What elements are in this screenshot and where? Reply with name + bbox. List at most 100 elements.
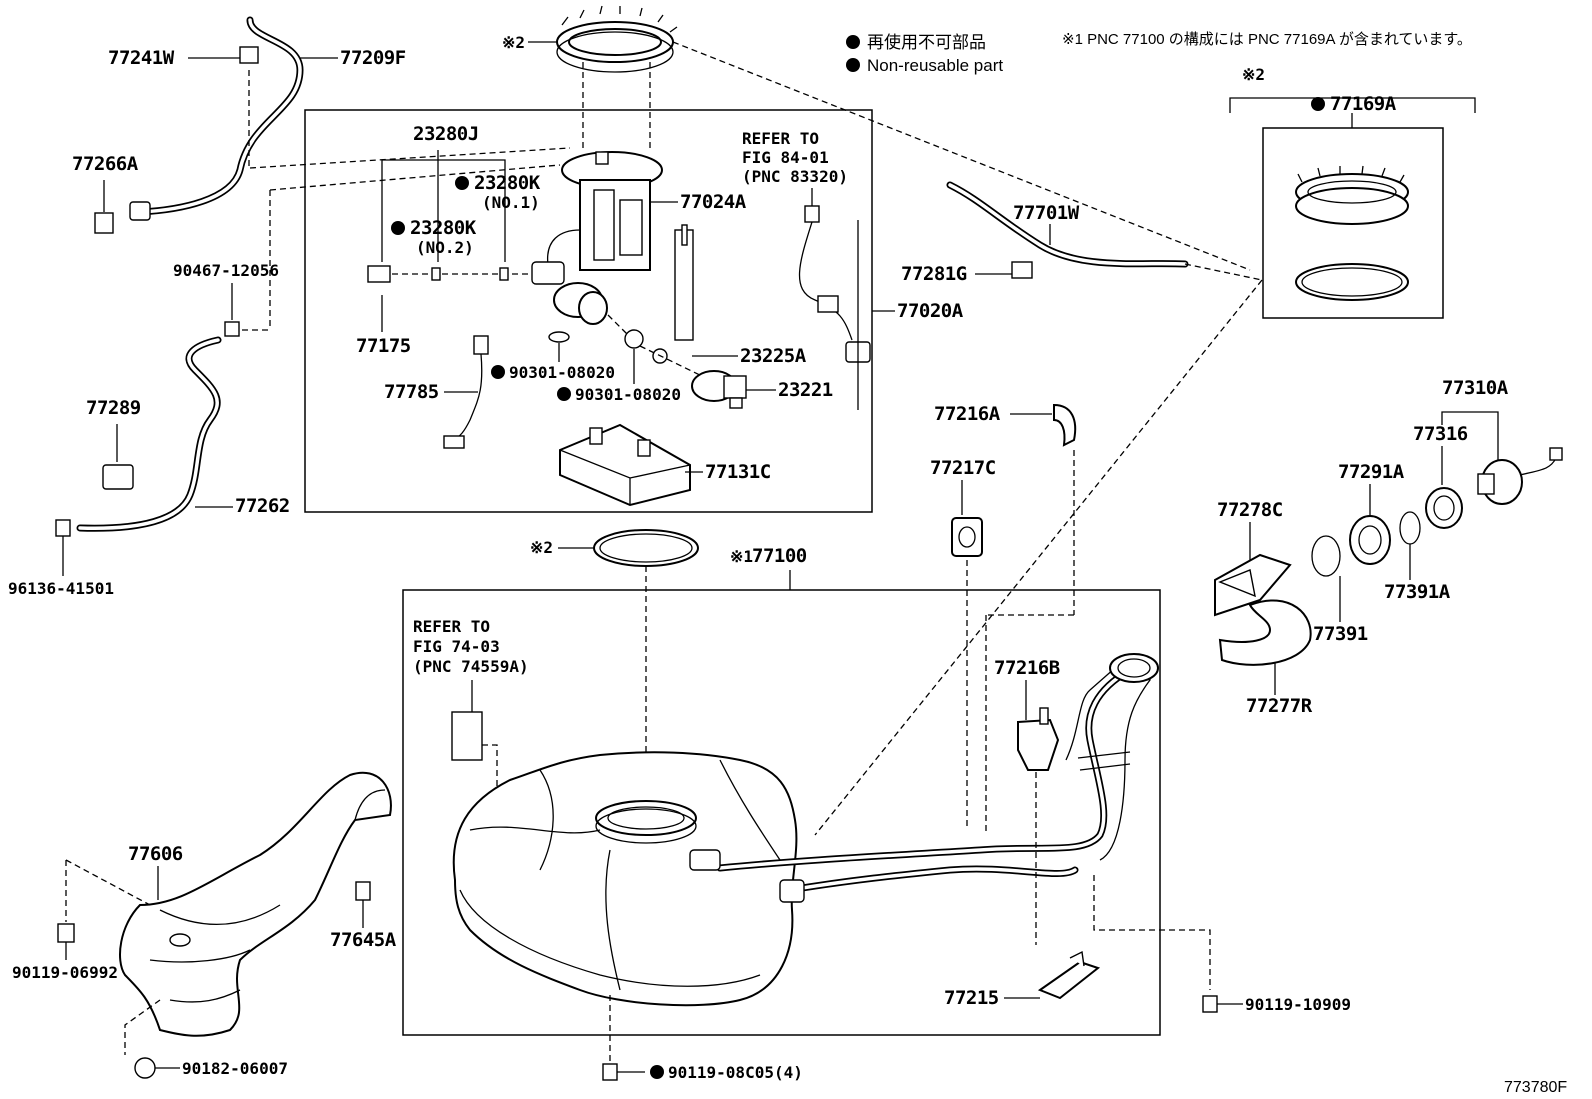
label-77216B: 77216B (994, 657, 1060, 679)
lock-ring-part (556, 5, 678, 73)
leader (639, 345, 707, 379)
gasket-77391 (1311, 535, 1341, 577)
fuel-tank-77100 (452, 751, 798, 1007)
label-77169A: 77169A (1330, 93, 1397, 115)
clamp-77266A (94, 212, 114, 234)
protector-77606 (119, 771, 392, 1037)
label-77391A: 77391A (1384, 581, 1451, 603)
label-77645A: 77645A (330, 929, 397, 951)
label-77277R: 77277R (1246, 695, 1313, 717)
label-23280K-1-sub: (NO.1) (482, 193, 540, 212)
label-77217C: 77217C (930, 457, 996, 479)
leader (1184, 263, 1263, 281)
label-90301-b: 90301-08020 (575, 385, 681, 404)
label-23280J: 23280J (413, 123, 479, 145)
vapor-hose-77209F (129, 16, 304, 221)
lock-ring-kit (1295, 165, 1409, 225)
fuel-pump-module-77024A (531, 151, 663, 285)
label-77291A: 77291A (1338, 461, 1405, 483)
ref-fig74-line3: (PNC 74559A) (413, 657, 529, 676)
label-77175: 77175 (356, 335, 411, 357)
non-reusable-dot-icon (455, 176, 469, 190)
legend-jp: 再使用不可部品 (867, 32, 986, 52)
clamp-77289 (102, 464, 134, 490)
label-77281G: 77281G (901, 263, 967, 285)
filler-neck-77291A (1349, 515, 1391, 565)
clamp-77217C (951, 517, 983, 557)
non-reusable-dot-icon (557, 387, 571, 401)
label-90467-12056: 90467-12056 (173, 261, 279, 280)
non-reusable-dot-icon (1311, 97, 1325, 111)
ref-fig74-line1: REFER TO (413, 617, 490, 636)
label-23280K-1: 23280K (474, 172, 541, 194)
label-77215: 77215 (944, 987, 999, 1009)
gasket-kit-box (1262, 127, 1444, 319)
ref-fig84-line1: REFER TO (742, 129, 819, 148)
leader (249, 147, 571, 169)
leader (672, 41, 1251, 271)
vent-tube-77701W (946, 181, 1189, 279)
label-77278C: 77278C (1217, 499, 1283, 521)
filler-pipe (689, 653, 1159, 903)
star1-mark: ※1 (730, 547, 753, 566)
label-77316: 77316 (1413, 423, 1468, 445)
bracket-77131C (559, 423, 691, 507)
label-77701W: 77701W (1013, 202, 1080, 224)
label-90182-06007: 90182-06007 (182, 1059, 288, 1078)
insulator-pad (451, 711, 483, 761)
leader (607, 314, 629, 336)
nut-90182-06007 (134, 1057, 156, 1079)
label-77216A: 77216A (934, 403, 1001, 425)
label-23225A: 23225A (740, 345, 807, 367)
leader (1093, 875, 1211, 990)
clamp-77216A (1053, 403, 1077, 447)
gasket-kit-ring (1295, 263, 1409, 301)
star2-mark-gasket: ※2 (530, 538, 553, 557)
gasket-90301-b (624, 329, 644, 349)
clip-77645A (355, 881, 371, 901)
leader (124, 999, 161, 1055)
label-77310A: 77310A (1442, 377, 1509, 399)
label-77241W: 77241W (108, 47, 175, 69)
non-reusable-dot-icon (650, 1065, 664, 1079)
leader (381, 159, 506, 262)
label-77024A: 77024A (680, 191, 747, 213)
gasket-90301-a (548, 331, 570, 343)
ref-fig84-line3: (PNC 83320) (742, 167, 848, 186)
leader (482, 744, 498, 870)
clip-90467 (224, 321, 240, 337)
bolt-90119-06992 (57, 923, 75, 943)
cap-gasket-77316 (1425, 487, 1463, 529)
o-ring-no1 (499, 267, 509, 281)
wire-harness-77020A (798, 205, 871, 363)
non-reusable-dot-icon (846, 35, 860, 49)
leader (1441, 411, 1499, 460)
label-77100: 77100 (752, 545, 807, 567)
protector-77278C (1214, 553, 1292, 617)
connector-77175 (367, 265, 391, 283)
fuel-pump-23221-upper (553, 282, 608, 325)
label-77606: 77606 (128, 843, 183, 865)
label-77020A: 77020A (897, 300, 964, 322)
leader (814, 279, 1263, 836)
footnote: ※1 PNC 77100 の構成には PNC 77169A が含まれています。 (1062, 31, 1472, 48)
label-77266A: 77266A (72, 153, 139, 175)
wire-77785 (443, 335, 489, 449)
non-reusable-dot-icon (491, 365, 505, 379)
legend: 再使用不可部品 Non-reusable part (846, 32, 1003, 75)
label-23221: 23221 (778, 379, 833, 401)
label-90119-06992: 90119-06992 (12, 963, 118, 982)
label-90119-08C05: 90119-08C05(4) (668, 1063, 803, 1082)
label-77262: 77262 (235, 495, 290, 517)
fuel-sender-77020A-arm (674, 224, 694, 341)
label-77785: 77785 (384, 381, 439, 403)
bracket-77215 (1037, 950, 1101, 1000)
tank-gasket-inner (599, 533, 693, 563)
fuel-pump-23221 (691, 370, 747, 409)
legend-en: Non-reusable part (867, 56, 1003, 75)
hose-77262 (76, 336, 222, 532)
leader (269, 164, 561, 191)
non-reusable-dot-icon (846, 58, 860, 72)
fuel-cap-77310A (1477, 447, 1563, 505)
